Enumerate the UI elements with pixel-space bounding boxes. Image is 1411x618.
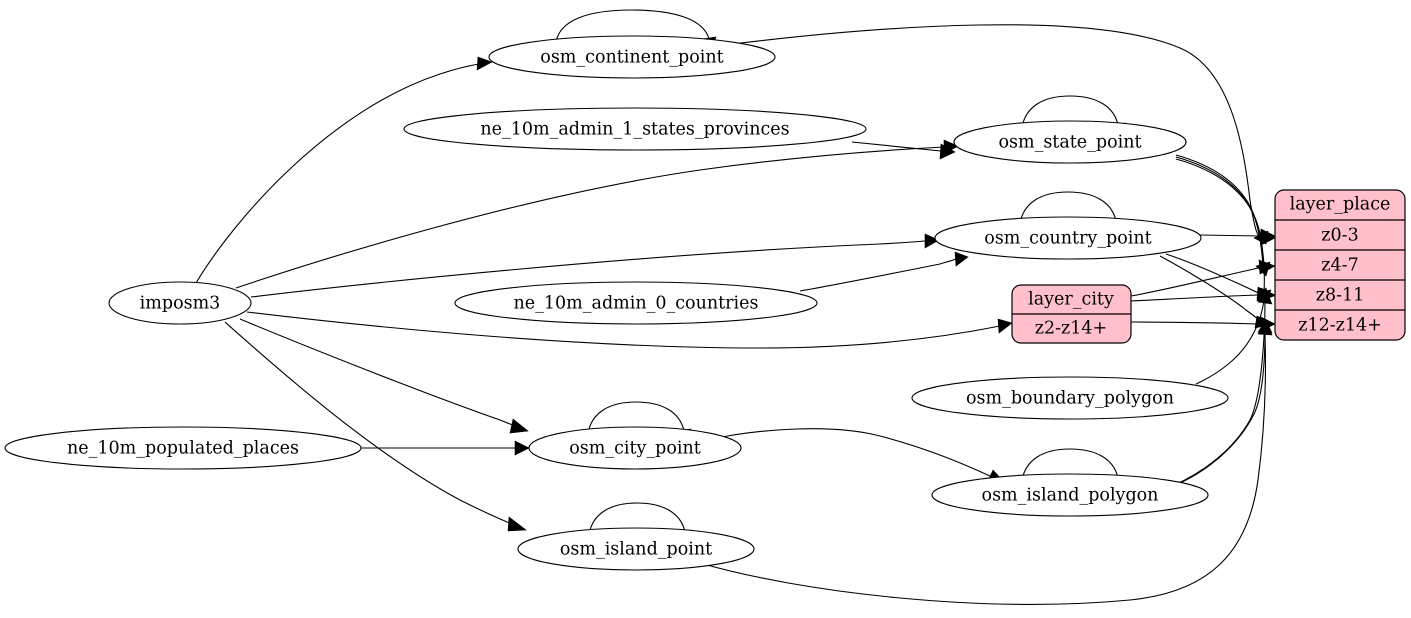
edge-ne_10m_admin_1_states_provinces-to-osm_state_point bbox=[851, 141, 956, 160]
node-osm_boundary_polygon-label: osm_boundary_polygon bbox=[966, 389, 1174, 409]
node-ne_10m_populated_places[interactable]: ne_10m_populated_places bbox=[4, 426, 362, 470]
edge-imposm3-to-osm_continent_point bbox=[195, 56, 493, 284]
edge-imposm3-to-osm_city_point bbox=[239, 318, 529, 434]
node-osm_country_point-label: osm_country_point bbox=[984, 229, 1151, 249]
edge-osm_island_point-to-layer_place-z12-z14 bbox=[699, 321, 1273, 605]
node-osm_city_point-label: osm_city_point bbox=[569, 439, 701, 459]
record-node-layer_city[interactable]: layer_city z2-z14+ bbox=[1011, 284, 1132, 344]
record-layer_city-row-z2-z14[interactable]: z2-z14+ bbox=[1035, 319, 1107, 339]
node-osm_island_point[interactable]: osm_island_point bbox=[517, 527, 755, 571]
node-osm_country_point[interactable]: osm_country_point bbox=[934, 216, 1202, 260]
node-imposm3-label: imposm3 bbox=[140, 294, 221, 314]
node-osm_city_point[interactable]: osm_city_point bbox=[528, 426, 742, 470]
node-osm_boundary_polygon[interactable]: osm_boundary_polygon bbox=[911, 376, 1229, 420]
node-osm_island_polygon[interactable]: osm_island_polygon bbox=[931, 473, 1209, 517]
node-osm_state_point-label: osm_state_point bbox=[998, 133, 1141, 153]
record-layer_place-row-z0-3[interactable]: z0-3 bbox=[1321, 226, 1358, 246]
node-layer: imposm3 osm_continent_point ne_10m_admin… bbox=[4, 35, 1229, 571]
node-osm_continent_point-label: osm_continent_point bbox=[540, 48, 723, 68]
record-layer_place-row-z12-z14[interactable]: z12-z14+ bbox=[1298, 316, 1382, 336]
edge-ne_10m_admin_0_countries-to-osm_country_point bbox=[799, 251, 969, 292]
node-osm_continent_point[interactable]: osm_continent_point bbox=[488, 35, 776, 79]
node-osm_island_point-label: osm_island_point bbox=[560, 540, 712, 560]
edge-osm_island_polygon-to-layer_place-z8-11 bbox=[1171, 290, 1273, 487]
edge-osm_city_point-to-osm_island_polygon bbox=[721, 428, 1005, 484]
record-node-layer_place[interactable]: layer_place z0-3 z4-7 z8-11 z12-z14+ bbox=[1274, 189, 1406, 341]
edge-osm_state_point-to-layer_place-z4-7 bbox=[1175, 156, 1271, 277]
node-osm_island_polygon-label: osm_island_polygon bbox=[982, 486, 1159, 506]
node-ne_10m_admin_1_states_provinces-label: ne_10m_admin_1_states_provinces bbox=[480, 120, 789, 140]
node-ne_10m_admin_0_countries[interactable]: ne_10m_admin_0_countries bbox=[454, 281, 818, 325]
node-imposm3[interactable]: imposm3 bbox=[108, 281, 252, 325]
record-layer_city-row-title: layer_city bbox=[1028, 290, 1114, 310]
edge-osm_country_point-to-layer_place-z0-3 bbox=[1198, 228, 1276, 244]
edge-ne_10m_populated_places-to-osm_city_point bbox=[361, 440, 530, 456]
edge-imposm3-to-osm_island_point bbox=[224, 321, 527, 532]
edge-imposm3-to-osm_country_point bbox=[250, 233, 940, 298]
record-layer_place-row-title: layer_place bbox=[1290, 195, 1391, 215]
edge-layer_city-to-layer_place-z12-z14 bbox=[1130, 316, 1276, 332]
node-ne_10m_admin_1_states_provinces[interactable]: ne_10m_admin_1_states_provinces bbox=[403, 107, 867, 151]
node-ne_10m_populated_places-label: ne_10m_populated_places bbox=[67, 439, 299, 459]
edge-imposm3-to-layer_city bbox=[246, 311, 1013, 349]
edge-imposm3-to-osm_state_point bbox=[235, 139, 959, 289]
node-ne_10m_admin_0_countries-label: ne_10m_admin_0_countries bbox=[514, 294, 759, 314]
node-osm_state_point[interactable]: osm_state_point bbox=[953, 120, 1187, 164]
edge-osm_country_point-to-layer_place-z8-11 bbox=[1165, 253, 1275, 302]
record-layer_place-row-z4-7[interactable]: z4-7 bbox=[1321, 256, 1358, 276]
record-node-layer: layer_city z2-z14+ layer_place z0-3 z4-7… bbox=[1011, 189, 1406, 344]
edge-layer_city-to-layer_place-z4-7 bbox=[1130, 259, 1276, 297]
record-layer_place-row-z8-11[interactable]: z8-11 bbox=[1316, 286, 1365, 306]
